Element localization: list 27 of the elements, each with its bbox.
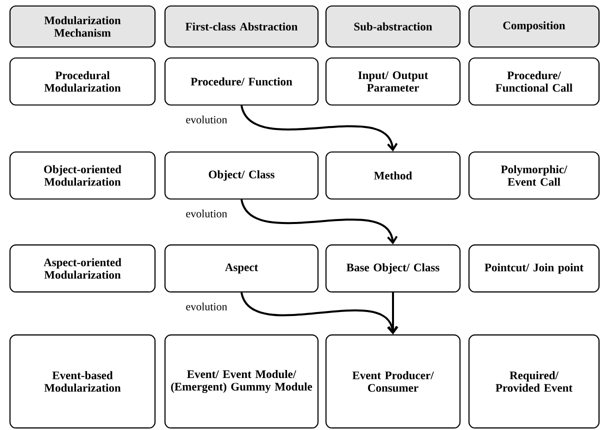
table-box: Method <box>325 151 461 200</box>
table-box: Object-oriented Modularization <box>9 151 156 200</box>
table-box: Object/ Class <box>164 151 319 200</box>
table-box: Pointcut/ Join point <box>468 244 600 293</box>
header-box: Composition <box>468 5 600 48</box>
table-box: Base Object/ Class <box>325 244 461 293</box>
table-box: Aspect <box>164 244 319 293</box>
edge-label: evolution <box>186 210 228 218</box>
header-box: First-class Abstraction <box>164 5 319 48</box>
table-box: Procedure/ Functional Call <box>468 57 600 106</box>
table-box: Input/ Output Parameter <box>325 57 461 106</box>
edge-label: evolution <box>186 116 228 124</box>
table-box: Required/ Provided Event <box>468 334 600 429</box>
arrow <box>388 292 398 334</box>
table-box: Procedural Modularization <box>9 57 156 106</box>
table-box: Event Producer/ Consumer <box>325 334 461 429</box>
table-box: Aspect-oriented Modularization <box>9 244 156 293</box>
header-box: Sub-abstraction <box>325 5 461 48</box>
header-box: Modularization Mechanism <box>9 5 156 48</box>
arrow <box>240 292 398 334</box>
table-box: Procedure/ Function <box>164 57 319 106</box>
table-box: Event-based Modularization <box>9 334 156 429</box>
arrow <box>240 105 398 152</box>
table-box: Event/ Event Module/ (Emergent) Gummy Module <box>164 334 319 429</box>
edge-label: evolution <box>186 302 228 310</box>
table-box: Polymorphic/ Event Call <box>468 151 600 200</box>
arrow <box>240 199 398 244</box>
